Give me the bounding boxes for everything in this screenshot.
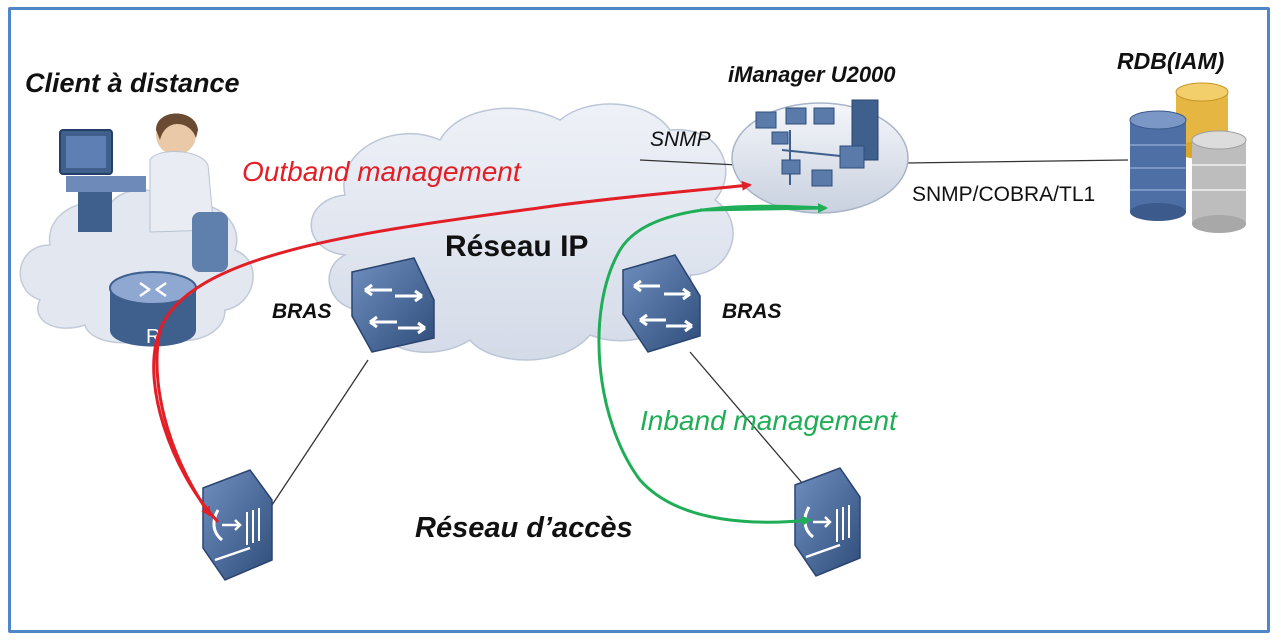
bras-right-label: BRAS <box>722 300 782 323</box>
inband-management-arrow-up <box>699 203 828 214</box>
rdb-label: RDB(IAM) <box>1117 48 1225 74</box>
imanager-label: iManager U2000 <box>728 62 896 87</box>
access-device-left-icon <box>202 469 273 581</box>
bras-right-icon <box>622 254 701 353</box>
router-icon: R <box>109 271 197 348</box>
reseau-ip-label: Réseau IP <box>445 230 589 263</box>
outband-management-arrow <box>152 180 752 524</box>
snmp-label: SNMP <box>650 128 711 151</box>
link-bras-left-access <box>271 359 369 506</box>
bras-left-label: BRAS <box>272 300 332 323</box>
reseau-acces-label: Réseau d’accès <box>415 512 633 544</box>
outband-management-label: Outband management <box>242 156 521 187</box>
bras-left-icon <box>351 257 435 353</box>
database-icon <box>1129 82 1247 233</box>
imanager-server-icon <box>731 99 909 214</box>
inband-management-label: Inband management <box>640 405 897 436</box>
link-snmp <box>639 159 739 166</box>
operator-workstation-icon <box>59 113 228 272</box>
client-label: Client à distance <box>25 68 240 98</box>
link-snmp-cobra-tl1 <box>904 159 1129 164</box>
link-bras-right-access <box>689 351 816 499</box>
snmp-cobra-tl1-label: SNMP/COBRA/TL1 <box>912 183 1096 206</box>
access-device-right-icon <box>794 467 861 577</box>
outband-management-arrow-start <box>155 329 212 517</box>
